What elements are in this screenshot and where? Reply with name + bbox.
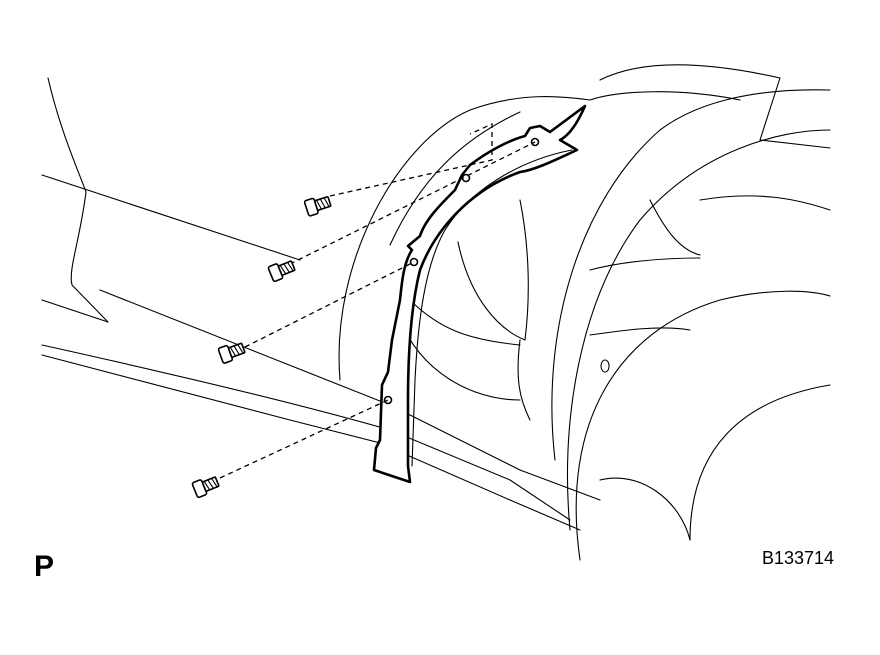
- door-line: [41, 174, 301, 261]
- housing-inner-4: [699, 195, 831, 211]
- housing-rib-4: [517, 339, 531, 421]
- lower-edge: [599, 477, 691, 541]
- housing-inner-2: [589, 257, 701, 271]
- view-code-label: P: [34, 550, 55, 583]
- sill-line-2: [519, 469, 601, 501]
- quarter-panel-edge: [47, 77, 109, 323]
- guide-line: [329, 122, 493, 197]
- hub-hint: [600, 359, 610, 373]
- pad-hole: [383, 395, 393, 405]
- door-lower-line: [41, 299, 109, 323]
- screw-icon: [217, 342, 246, 364]
- rocker-upper: [99, 289, 521, 471]
- fender-arch-inner: [566, 129, 831, 531]
- wheel-housing: [338, 64, 831, 561]
- screw-icon: [303, 195, 332, 217]
- installation-guides: [219, 122, 536, 479]
- housing-inner-1: [649, 199, 701, 256]
- screw-icon: [191, 476, 220, 499]
- fender-ridge: [589, 91, 741, 101]
- guide-line: [219, 399, 389, 479]
- figure-id-label: B133714: [762, 548, 835, 568]
- housing-rib-2: [409, 299, 521, 346]
- tire-inner: [689, 384, 831, 541]
- wheel-opening-extension-pad: [372, 104, 587, 484]
- guide-line: [244, 261, 415, 348]
- housing-rib-3: [399, 319, 521, 401]
- rocker-bottom: [41, 354, 401, 449]
- screw-icon: [267, 260, 296, 283]
- housing-rib-5: [519, 199, 529, 341]
- pad-inner-edge: [411, 149, 573, 467]
- pad-outline: [372, 104, 587, 484]
- tire-outline: [575, 290, 831, 561]
- fender-upper: [599, 64, 831, 149]
- housing-rib-1: [457, 241, 526, 341]
- sill-line: [399, 451, 581, 531]
- inner-arch: [389, 111, 521, 246]
- fender-arch-outer: [551, 89, 831, 461]
- guide-line: [289, 141, 536, 265]
- housing-inner-3: [589, 327, 691, 336]
- inner-arch-outer: [338, 96, 591, 381]
